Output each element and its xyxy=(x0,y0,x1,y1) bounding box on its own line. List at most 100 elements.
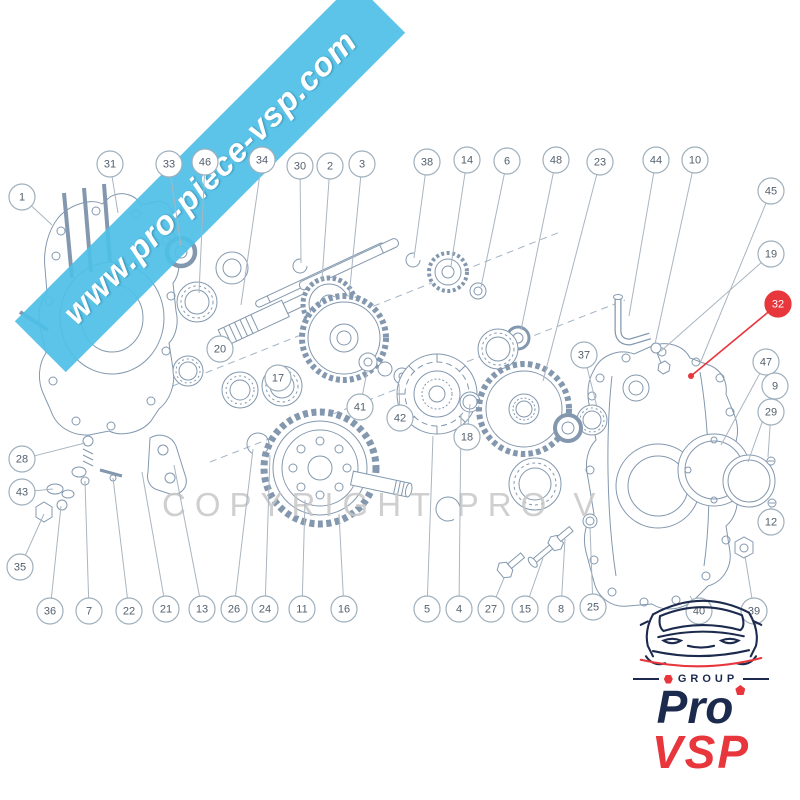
svg-text:15: 15 xyxy=(519,604,531,616)
callout-35: 35 xyxy=(6,513,45,581)
callout-2: 2 xyxy=(316,152,344,281)
svg-text:41: 41 xyxy=(354,402,366,414)
callout-25: 25 xyxy=(579,526,607,621)
callout-17: 17 xyxy=(264,364,292,392)
svg-text:21: 21 xyxy=(160,604,172,616)
svg-text:24: 24 xyxy=(259,604,271,616)
svg-text:9: 9 xyxy=(772,381,778,393)
svg-text:17: 17 xyxy=(272,373,284,385)
svg-text:23: 23 xyxy=(594,157,606,169)
callout-27: 27 xyxy=(477,577,505,623)
svg-text:4: 4 xyxy=(456,604,462,616)
svg-text:8: 8 xyxy=(558,604,564,616)
callout-10: 10 xyxy=(654,146,709,345)
callout-11: 11 xyxy=(288,499,316,623)
logo-vsp-text: VSP xyxy=(651,726,751,778)
callout-42: 42 xyxy=(386,383,414,432)
svg-text:42: 42 xyxy=(394,413,406,425)
callout-43: 43 xyxy=(8,478,54,506)
callout-47: 47 xyxy=(720,348,780,446)
logo-pro-line: Pro xyxy=(612,684,790,730)
callout-29: 29 xyxy=(757,398,785,458)
callout-16: 16 xyxy=(330,513,358,623)
svg-text:7: 7 xyxy=(86,606,92,618)
callout-28: 28 xyxy=(8,442,86,473)
svg-text:35: 35 xyxy=(14,562,26,574)
synchronizer-assembly xyxy=(396,353,481,435)
provsp-logo: GROUP Pro VSP xyxy=(612,576,790,775)
svg-text:30: 30 xyxy=(294,161,306,173)
callout-21: 21 xyxy=(141,471,180,623)
callout-18: 18 xyxy=(453,403,481,451)
rule-right xyxy=(743,678,770,680)
svg-text:5: 5 xyxy=(424,604,430,616)
callout-37: 37 xyxy=(570,341,598,408)
svg-text:47: 47 xyxy=(760,357,772,369)
end-cover-and-plate xyxy=(677,433,777,559)
logo-group-line: GROUP xyxy=(612,673,790,685)
svg-text:25: 25 xyxy=(587,602,599,614)
callout-24: 24 xyxy=(251,454,279,623)
svg-text:26: 26 xyxy=(228,604,240,616)
callout-3: 3 xyxy=(348,150,376,298)
callout-41: 41 xyxy=(346,371,374,421)
callout-34: 34 xyxy=(240,146,276,306)
svg-text:16: 16 xyxy=(338,604,350,616)
gear-cluster xyxy=(299,251,487,383)
callout-14: 14 xyxy=(450,146,481,267)
svg-text:12: 12 xyxy=(765,517,777,529)
pentagon-accent-icon xyxy=(735,685,746,695)
svg-text:48: 48 xyxy=(550,155,562,167)
svg-text:20: 20 xyxy=(214,344,226,356)
svg-text:43: 43 xyxy=(16,487,28,499)
secondary-gear-train xyxy=(476,325,572,457)
callout-30: 30 xyxy=(286,152,314,264)
svg-text:29: 29 xyxy=(765,407,777,419)
callout-1: 1 xyxy=(8,183,53,226)
car-sketch-icon xyxy=(639,599,763,668)
callout-23: 23 xyxy=(542,148,614,382)
callout-19: 19 xyxy=(660,240,785,352)
logo-group-text: GROUP xyxy=(677,673,739,685)
svg-text:32: 32 xyxy=(772,299,784,311)
rule-left xyxy=(632,678,659,680)
callout-6: 6 xyxy=(480,147,521,288)
callout-9: 9 xyxy=(747,372,789,463)
callout-22: 22 xyxy=(112,477,143,625)
svg-text:40: 40 xyxy=(693,606,705,618)
bearings-seals-right xyxy=(508,404,608,511)
svg-text:44: 44 xyxy=(650,155,662,167)
svg-text:36: 36 xyxy=(44,606,56,618)
callout-40: 40 xyxy=(685,595,713,625)
callout-8: 8 xyxy=(547,538,575,623)
callout-7: 7 xyxy=(75,480,103,625)
hexagon-icon xyxy=(663,674,673,684)
svg-text:11: 11 xyxy=(296,604,307,616)
callout-15: 15 xyxy=(511,557,544,623)
svg-text:6: 6 xyxy=(504,156,510,168)
copyright-watermark: COPYRIGHT PRO V xyxy=(162,486,605,523)
svg-text:45: 45 xyxy=(765,186,777,198)
svg-text:33: 33 xyxy=(163,159,175,171)
callout-13: 13 xyxy=(173,464,216,623)
svg-text:18: 18 xyxy=(461,432,473,444)
callout-26: 26 xyxy=(220,448,254,623)
svg-text:31: 31 xyxy=(104,159,116,171)
callout-highlight-32: 32 xyxy=(688,290,792,379)
callout-20: 20 xyxy=(206,335,234,363)
callout-44: 44 xyxy=(628,146,670,317)
callout-38: 38 xyxy=(413,148,441,259)
bottom-fasteners xyxy=(496,513,598,579)
svg-text:19: 19 xyxy=(765,249,777,261)
svg-text:2: 2 xyxy=(327,161,333,173)
differential-assembly xyxy=(246,408,461,528)
svg-text:10: 10 xyxy=(689,155,701,167)
svg-text:34: 34 xyxy=(256,155,268,167)
svg-text:14: 14 xyxy=(461,155,473,167)
svg-text:38: 38 xyxy=(421,157,433,169)
callout-31: 31 xyxy=(96,150,124,214)
callout-45: 45 xyxy=(700,177,785,362)
svg-text:3: 3 xyxy=(359,159,365,171)
callout-46: 46 xyxy=(191,148,219,294)
